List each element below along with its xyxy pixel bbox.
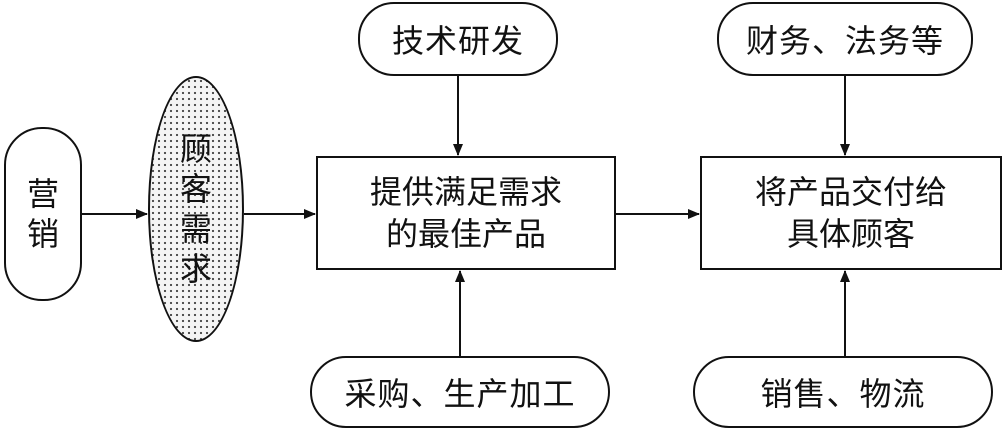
customer-needs-char: 顾 xyxy=(179,130,212,168)
marketing-node: 营 销 xyxy=(4,127,82,301)
marketing-char: 营 xyxy=(26,175,59,213)
deliver-product-line: 具体顾客 xyxy=(786,215,915,253)
procurement-production-node: 采购、生产加工 xyxy=(310,356,610,428)
deliver-product-line: 将产品交付给 xyxy=(754,173,947,211)
rd-node: 技术研发 xyxy=(358,2,558,76)
customer-needs-char: 需 xyxy=(179,210,212,248)
customer-needs-node: 顾 客 需 求 xyxy=(148,76,244,342)
customer-needs-char: 求 xyxy=(179,250,212,288)
sales-logistics-node: 销售、物流 xyxy=(693,356,993,428)
finance-legal-node: 财务、法务等 xyxy=(717,2,973,76)
best-product-node: 提供满足需求 的最佳产品 xyxy=(316,156,616,270)
marketing-char: 销 xyxy=(26,215,59,253)
customer-needs-char: 客 xyxy=(179,170,212,208)
best-product-line: 提供满足需求 xyxy=(369,173,562,211)
best-product-line: 的最佳产品 xyxy=(385,215,546,253)
deliver-product-node: 将产品交付给 具体顾客 xyxy=(700,156,1002,270)
